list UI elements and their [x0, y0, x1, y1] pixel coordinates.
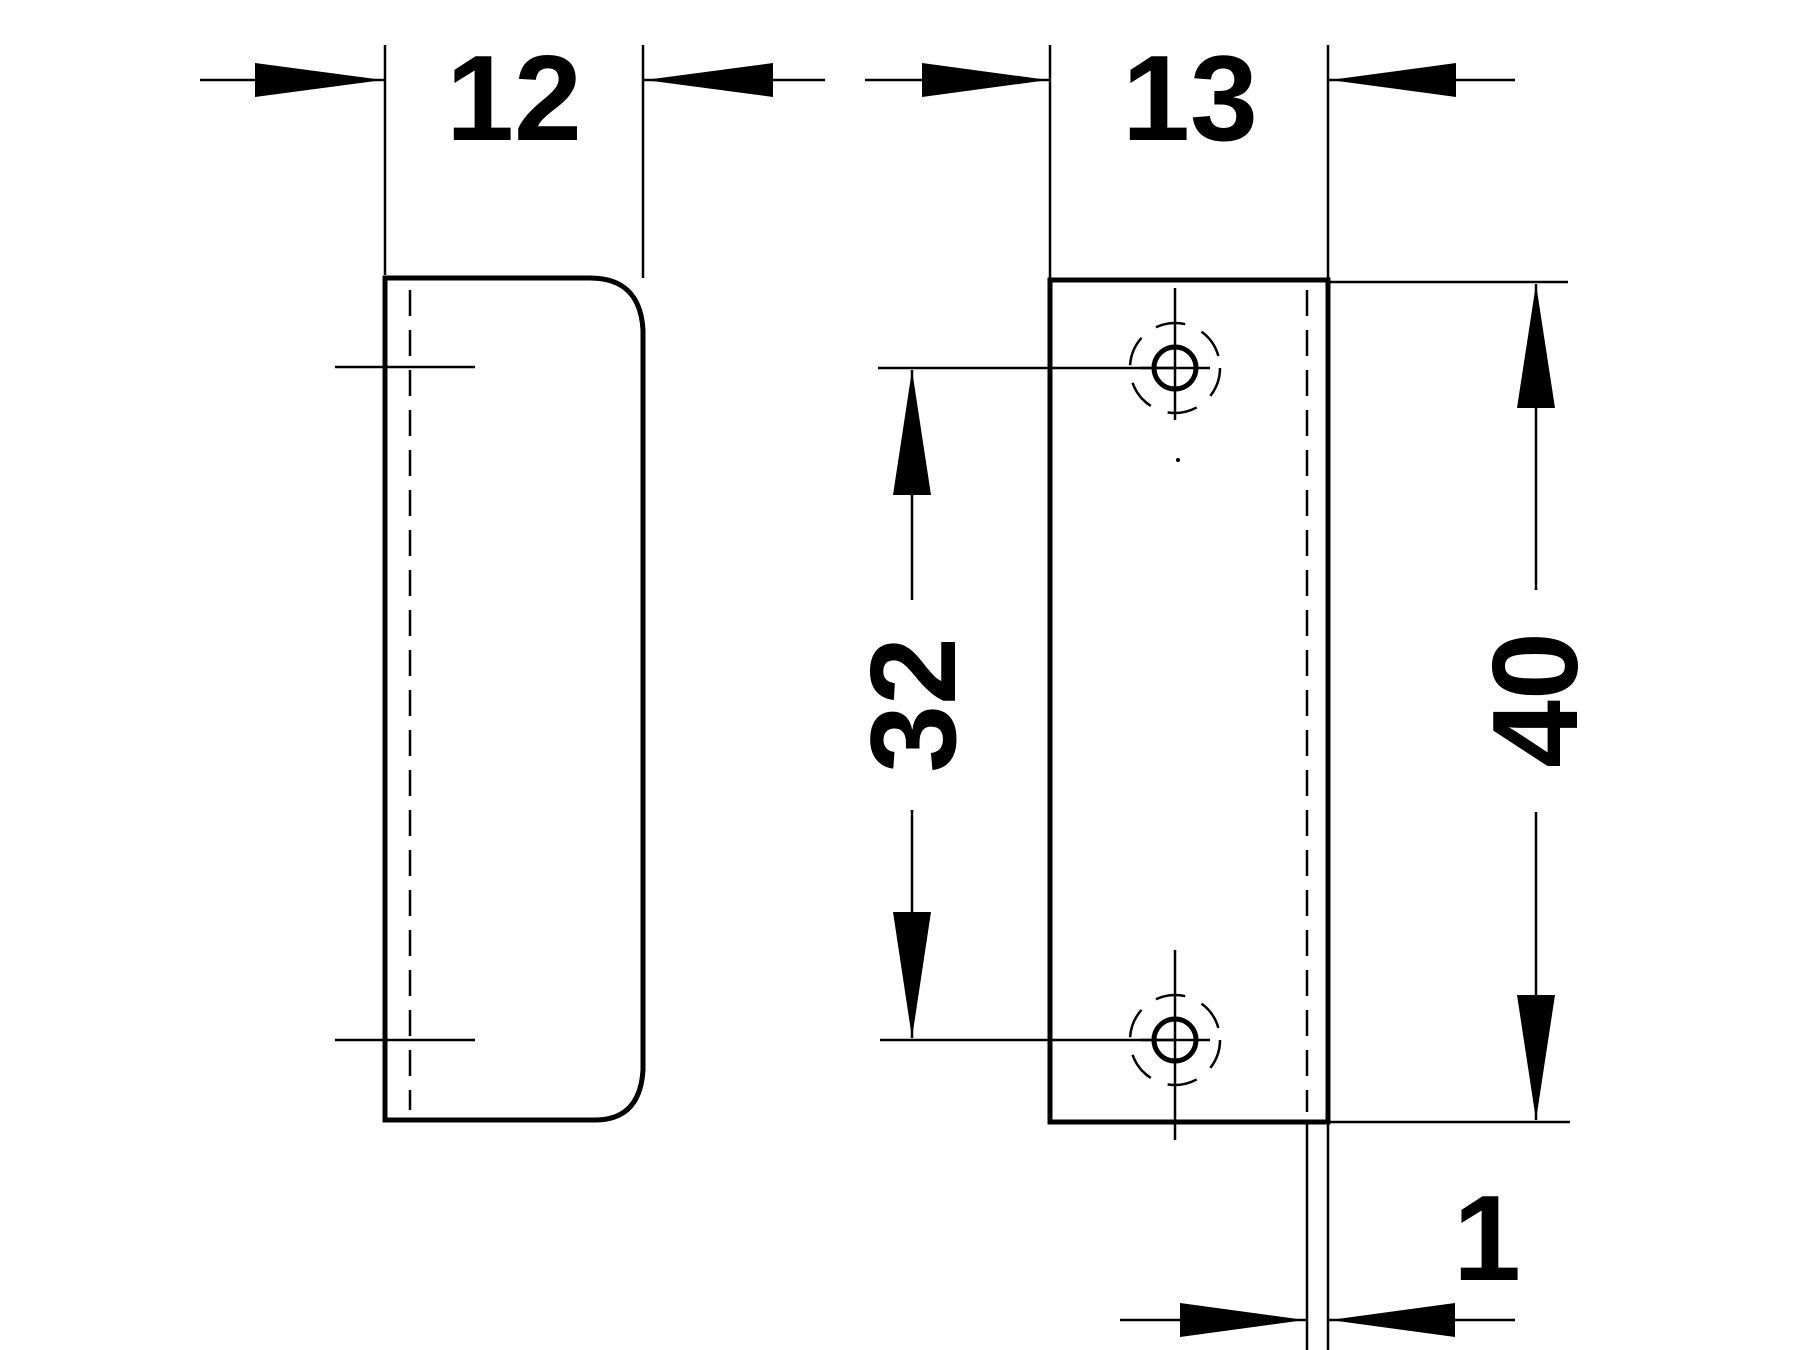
arrowhead-right-pointing [1180, 1303, 1305, 1337]
arrowhead-right-pointing [255, 63, 383, 97]
arrowhead-down-pointing [1517, 995, 1555, 1120]
right-part-outline [1047, 277, 1331, 1125]
dimension-32: 32 [845, 366, 1175, 1042]
left-part-side-view [335, 275, 646, 1123]
dimension-label-1: 1 [1453, 1170, 1521, 1306]
dimension-12: 12 [200, 30, 825, 278]
dimension-1: 1 [1120, 1120, 1521, 1350]
arrowhead-up-pointing [893, 370, 931, 495]
dimension-label-40: 40 [1467, 632, 1603, 768]
dimension-label-13: 13 [1122, 30, 1258, 166]
arrowhead-left-pointing [1330, 63, 1456, 97]
screw-hole-top-mark [1176, 458, 1180, 462]
arrowhead-up-pointing [1517, 284, 1555, 408]
arrowhead-down-pointing [893, 912, 931, 1038]
dimension-13: 13 [865, 30, 1515, 280]
screw-hole-top [1128, 288, 1222, 462]
dimension-label-32: 32 [845, 637, 981, 773]
dimension-40: 40 [1328, 280, 1603, 1124]
left-part-outline [382, 275, 646, 1123]
arrowhead-left-pointing [645, 63, 773, 97]
dimension-label-12: 12 [446, 30, 582, 166]
arrowhead-left-pointing [1330, 1303, 1455, 1337]
arrowhead-right-pointing [922, 63, 1048, 97]
screw-hole-bottom [1128, 950, 1222, 1140]
right-part-front-view [1047, 277, 1331, 1140]
